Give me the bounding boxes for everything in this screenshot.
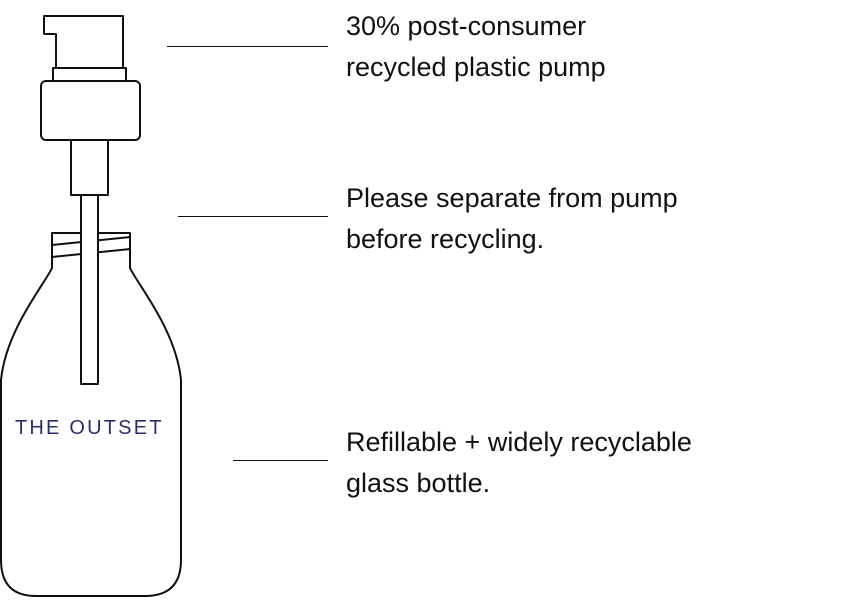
- callout-pump-line-1: 30% post-consumer: [346, 11, 587, 41]
- callout-tube: Please separate from pump before recycli…: [346, 178, 678, 260]
- callout-bottle: Refillable + widely recyclable glass bot…: [346, 422, 692, 504]
- brand-label: THE OUTSET: [15, 417, 164, 439]
- leader-line-pump: [167, 46, 328, 47]
- dip-tube: [80, 194, 99, 385]
- callout-pump-line-2: recycled plastic pump: [346, 52, 606, 82]
- callout-bottle-line-1: Refillable + widely recyclable: [346, 427, 692, 457]
- leader-line-bottle: [233, 460, 328, 461]
- pump-cap: [40, 80, 141, 141]
- pump-collar: [52, 67, 127, 82]
- callout-tube-line-2: before recycling.: [346, 224, 545, 254]
- pump-stem: [70, 139, 109, 196]
- callout-tube-line-1: Please separate from pump: [346, 183, 678, 213]
- pump-nozzle: [43, 15, 124, 69]
- leader-line-tube: [178, 216, 328, 217]
- callout-bottle-line-2: glass bottle.: [346, 468, 491, 498]
- callout-pump: 30% post-consumer recycled plastic pump: [346, 6, 606, 88]
- glass-bottle: [0, 232, 182, 597]
